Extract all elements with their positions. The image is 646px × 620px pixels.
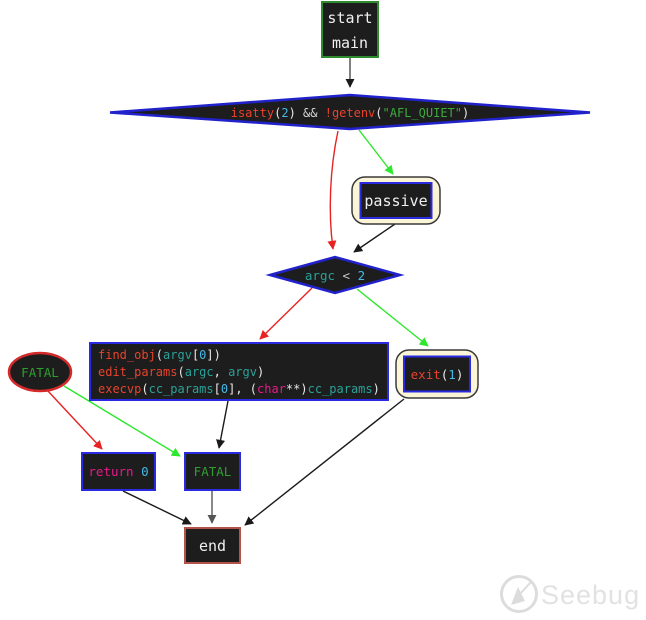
call-block-line-3: execvp(cc_params[0], (char**)cc_params) xyxy=(98,382,380,396)
exit-box xyxy=(403,355,471,393)
fatal-box-label: FATAL xyxy=(194,464,232,479)
isatty-diamond xyxy=(109,93,591,131)
edge-isatty-false-to-argc-cond xyxy=(327,130,339,250)
edge-exit-to-end xyxy=(244,398,405,526)
node-call-block: find_obj(argv[0]) edit_params(argc, argv… xyxy=(89,342,389,401)
call-block-box xyxy=(89,342,389,401)
seebug-logo-pointer-icon xyxy=(511,587,525,605)
call-block-line-1: find_obj(argv[0]) xyxy=(98,348,221,362)
seebug-brand-text: Seebug xyxy=(541,580,640,610)
seebug-watermark: Seebug xyxy=(500,575,640,613)
passive-label: passive xyxy=(364,192,427,210)
main-label: main xyxy=(332,34,368,52)
node-end: end xyxy=(184,527,241,564)
edge-fatal-ellipse-to-return-zero xyxy=(46,389,103,450)
fatal-ellipse-shape xyxy=(7,351,73,393)
node-return-zero: return 0 xyxy=(81,452,156,491)
edge-fatal-ellipse-to-fatal-box xyxy=(63,385,181,457)
exit-label: exit(1) xyxy=(411,367,464,382)
argc-condition-text: argc < 2 xyxy=(305,268,365,283)
node-fatal-box: FATAL xyxy=(184,452,241,491)
edge-argc-true-to-exit xyxy=(356,288,429,347)
edge-isatty-true-to-passive xyxy=(358,129,394,175)
fatal-ellipse-label: FATAL xyxy=(21,365,59,380)
node-isatty-condition: isatty(2) && !getenv("AFL_QUIET") xyxy=(109,93,591,131)
isatty-condition-text: isatty(2) && !getenv("AFL_QUIET") xyxy=(231,106,470,120)
node-start: start main xyxy=(321,1,379,58)
end-label: end xyxy=(199,537,226,555)
argc-diamond xyxy=(265,255,405,295)
start-box xyxy=(321,1,379,58)
edge-argc-false-to-call-block xyxy=(259,287,313,340)
end-box xyxy=(184,527,241,564)
seebug-logo-icon xyxy=(500,575,538,613)
start-label: start xyxy=(327,9,372,27)
edge-return-zero-to-end xyxy=(122,490,192,525)
fatal-box-shape xyxy=(184,452,241,491)
edge-call-block-to-fatal-box xyxy=(216,400,229,449)
node-passive: passive xyxy=(351,176,441,225)
edge-passive-to-argc-cond xyxy=(353,223,396,253)
passive-box xyxy=(359,182,433,219)
node-argc-condition: argc < 2 xyxy=(265,255,405,295)
call-block-line-2: edit_params(argc, argv) xyxy=(98,365,264,379)
node-fatal-ellipse: FATAL xyxy=(7,351,73,393)
return-zero-label: return 0 xyxy=(88,464,148,479)
return-zero-box xyxy=(81,452,156,491)
node-exit: exit(1) xyxy=(395,349,479,399)
